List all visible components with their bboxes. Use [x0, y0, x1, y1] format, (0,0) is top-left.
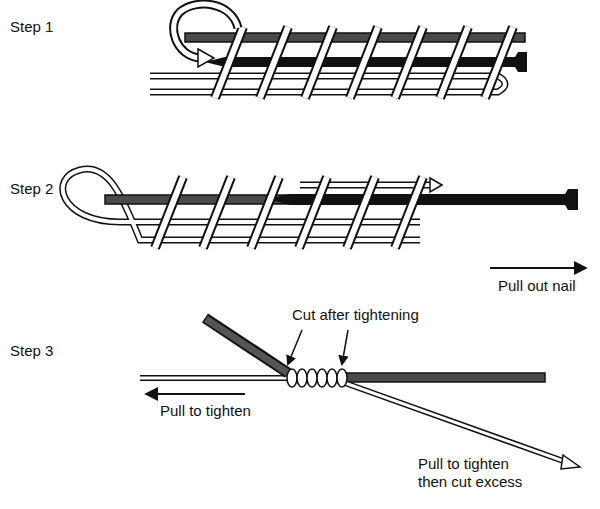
- leader-line: [140, 375, 292, 381]
- step-label: Step 3: [10, 342, 53, 360]
- action-note: Pull out nail: [498, 277, 576, 295]
- fly-line: [340, 373, 545, 382]
- leader-line: [140, 377, 292, 380]
- step2-figure: [63, 169, 585, 268]
- pull-arrow: [490, 267, 585, 269]
- coil: [215, 27, 513, 98]
- pull-arrow: [147, 393, 245, 395]
- step-label: Step 2: [10, 180, 53, 198]
- action-note: Pull to tighten: [160, 402, 251, 420]
- coil: [215, 27, 513, 98]
- cut-end: [206, 319, 288, 373]
- leader-arrow: [342, 330, 348, 364]
- step1-figure: [150, 4, 527, 98]
- tag-end: [345, 383, 566, 462]
- loop-arrow: [174, 4, 238, 58]
- leader-arrow: [288, 330, 302, 364]
- cut-end: [205, 318, 288, 373]
- loop-arrow: [174, 4, 238, 58]
- knot: [287, 369, 347, 387]
- coil: [155, 177, 423, 248]
- arrow-head: [561, 455, 580, 469]
- tag-end: [345, 383, 566, 462]
- coil: [155, 177, 423, 248]
- step3-figure: [140, 318, 580, 469]
- action-note: Pull to tighten then cut excess: [418, 455, 530, 491]
- step-label: Step 1: [10, 18, 53, 36]
- coils: [215, 27, 513, 98]
- coils: [155, 177, 423, 248]
- callout-note: Cut after tightening: [292, 306, 419, 324]
- arrow-head: [198, 49, 214, 67]
- arrow-head: [430, 178, 442, 192]
